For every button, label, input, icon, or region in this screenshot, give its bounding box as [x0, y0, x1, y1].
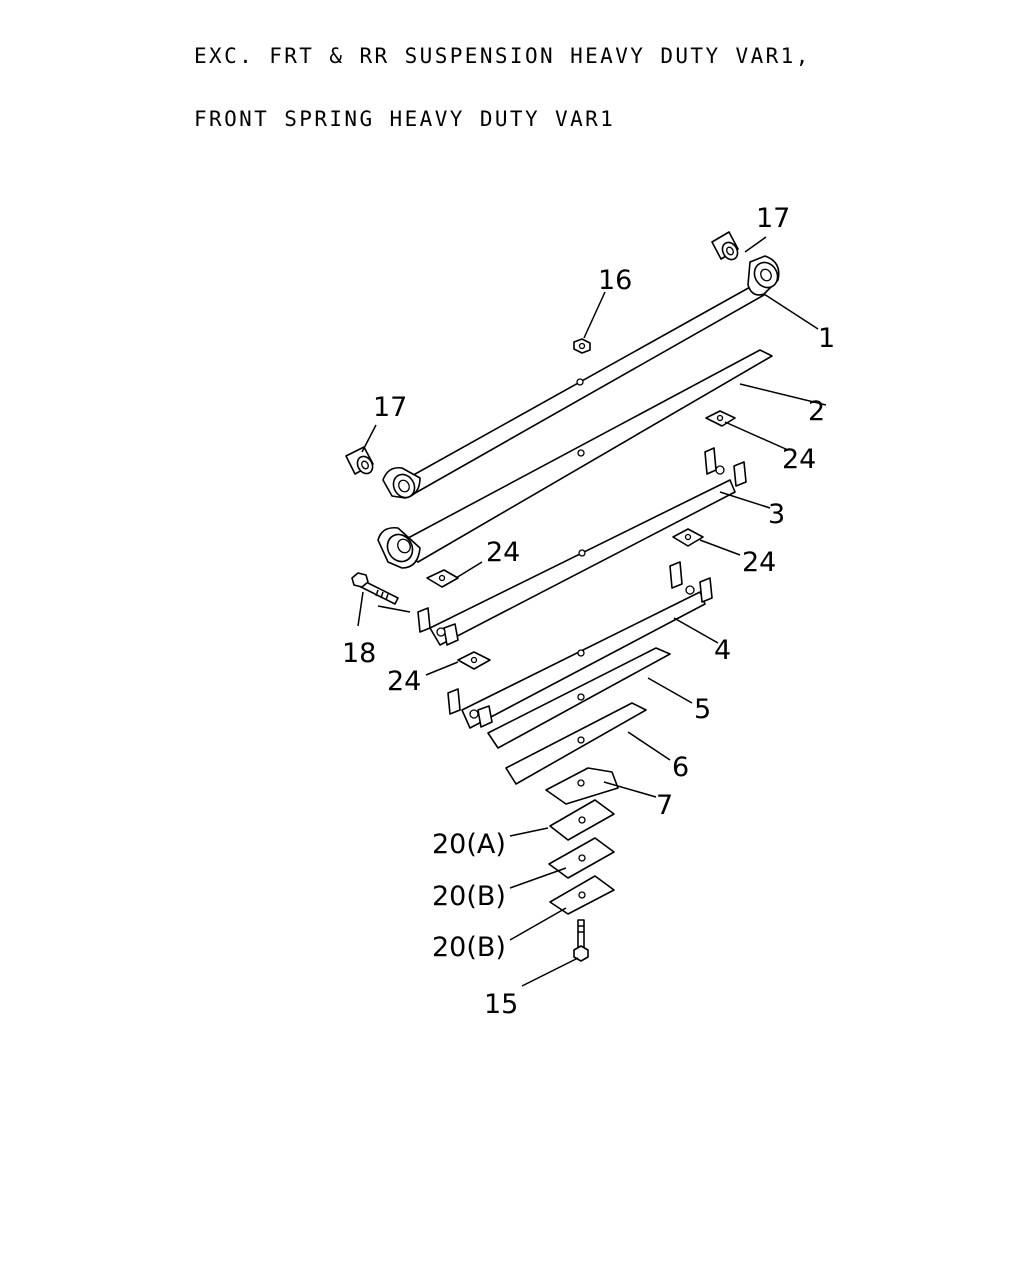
part-15-center-bolt[interactable] [573, 919, 589, 962]
part-7-pad[interactable] [545, 767, 619, 805]
diagram-header: EXC. FRT & RR SUSPENSION HEAVY DUTY VAR1… [194, 4, 811, 151]
callout-7: 7 [656, 790, 673, 821]
part-16-nut[interactable] [573, 338, 591, 354]
header-line-2: FRONT SPRING HEAVY DUTY VAR1 [194, 107, 616, 131]
part-20b-shim-2[interactable] [549, 875, 615, 915]
callout-6: 6 [672, 752, 689, 783]
part-5-short-leaf[interactable] [487, 647, 671, 749]
part-24-pad-1[interactable] [705, 410, 736, 427]
part-17-lower-bushing[interactable] [345, 446, 376, 476]
callout-24-b: 24 [486, 537, 520, 568]
part-20a-shim[interactable] [549, 799, 615, 841]
part-17-upper-bushing[interactable] [711, 231, 741, 262]
part-20b-shim-1[interactable] [548, 837, 615, 879]
part-2-second-leaf[interactable] [377, 349, 773, 569]
callout-17-upper: 17 [756, 203, 790, 234]
callout-24-a: 24 [782, 444, 816, 475]
callout-15: 15 [484, 989, 518, 1020]
part-24-pad-2[interactable] [426, 569, 459, 588]
callout-5: 5 [694, 694, 711, 725]
callout-1: 1 [818, 323, 835, 354]
callout-20a: 20(A) [432, 829, 506, 860]
callout-3: 3 [768, 499, 785, 530]
part-24-pad-3[interactable] [672, 528, 704, 547]
part-24-pad-4[interactable] [457, 651, 491, 670]
callout-24-c: 24 [742, 547, 776, 578]
part-4-leaf-with-clips[interactable] [447, 561, 713, 729]
part-18-bolt[interactable] [351, 572, 399, 605]
header-line-1: EXC. FRT & RR SUSPENSION HEAVY DUTY VAR1… [194, 44, 811, 68]
leader-lines [357, 236, 827, 987]
callout-16: 16 [598, 265, 632, 296]
callout-labels: 17 16 1 2 17 24 3 24 24 18 4 24 5 6 7 20… [342, 203, 835, 1020]
part-3-leaf-with-clips[interactable] [417, 447, 747, 646]
callout-17-lower: 17 [373, 392, 407, 423]
part-1-main-leaf[interactable] [382, 255, 782, 501]
callout-18: 18 [342, 638, 376, 669]
callout-24-d: 24 [387, 666, 421, 697]
callout-2: 2 [808, 396, 825, 427]
callout-4: 4 [714, 635, 731, 666]
part-6-short-leaf[interactable] [505, 702, 647, 785]
callout-20b-2: 20(B) [432, 932, 506, 963]
callout-20b-1: 20(B) [432, 881, 506, 912]
